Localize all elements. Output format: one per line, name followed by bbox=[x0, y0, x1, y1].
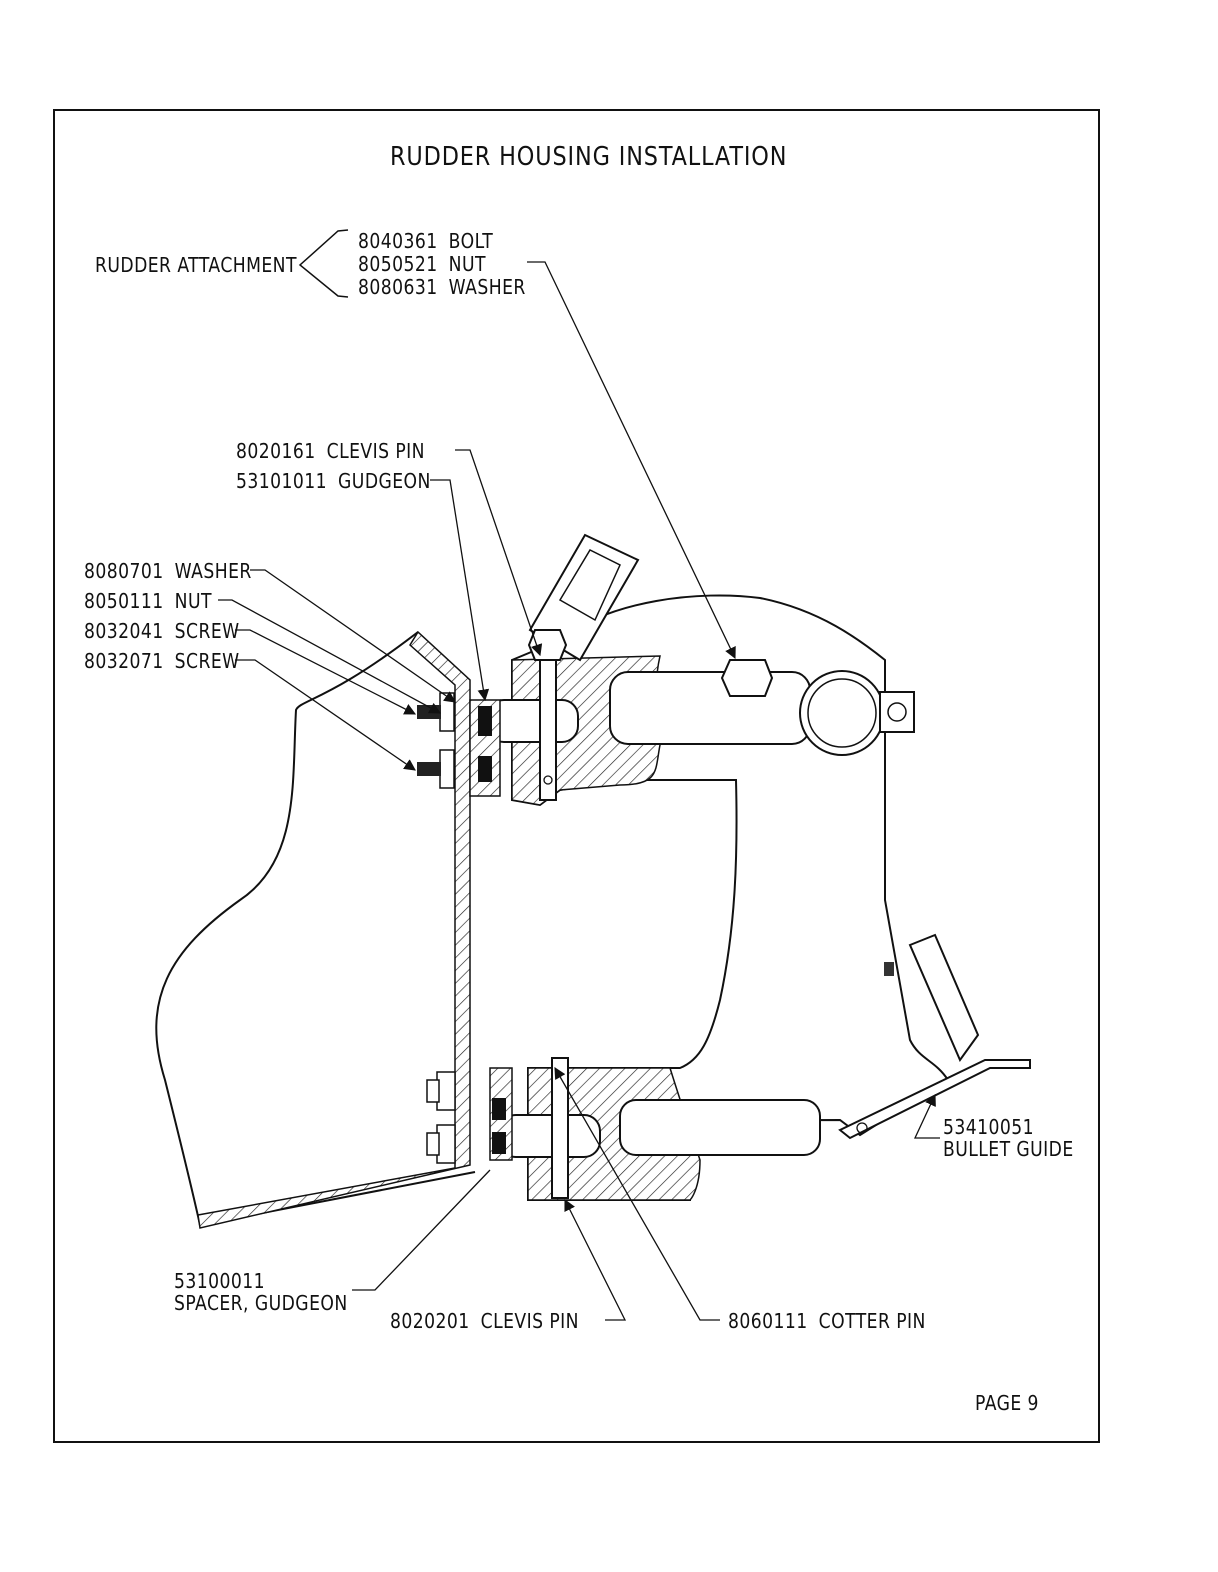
leader-screw-1 bbox=[235, 630, 415, 714]
part-name: CLEVIS PIN bbox=[481, 1309, 579, 1333]
part-name: NUT bbox=[175, 589, 212, 613]
part-name: SCREW bbox=[175, 649, 240, 673]
part-name: WASHER bbox=[449, 275, 526, 299]
part-number: 8080631 bbox=[358, 275, 438, 299]
part-nut: 8050521 NUT bbox=[358, 253, 486, 275]
cam-stud bbox=[884, 962, 894, 976]
part-number: 8032041 bbox=[84, 619, 164, 643]
rudder-attachment-label: RUDDER ATTACHMENT bbox=[95, 254, 297, 276]
part-number: 8040361 bbox=[358, 229, 438, 253]
part-number: 8032071 bbox=[84, 649, 164, 673]
part-number: 8080701 bbox=[84, 559, 164, 583]
part-bullet-guide-name: BULLET GUIDE bbox=[943, 1138, 1074, 1160]
leader-clevis-pin-upper bbox=[455, 450, 540, 655]
part-bolt: 8040361 BOLT bbox=[358, 230, 493, 252]
rudder-housing bbox=[512, 535, 1030, 1200]
set-screw-block bbox=[880, 692, 914, 732]
cam-plate bbox=[910, 935, 978, 1060]
part-number: 8050111 bbox=[84, 589, 164, 613]
part-name: WASHER bbox=[175, 559, 252, 583]
part-name: GUDGEON bbox=[338, 469, 431, 493]
part-number: 8060111 bbox=[728, 1309, 808, 1333]
part-number: 53101011 bbox=[236, 469, 327, 493]
part-name: SCREW bbox=[175, 619, 240, 643]
part-number: 8020161 bbox=[236, 439, 316, 463]
part-name: NUT bbox=[449, 252, 486, 276]
leader-nut bbox=[218, 600, 440, 713]
part-washer-left: 8080701 WASHER bbox=[84, 560, 252, 582]
part-screw-1: 8032041 SCREW bbox=[84, 620, 240, 642]
part-name: BOLT bbox=[449, 229, 493, 253]
leader-clevis-pin-lower bbox=[565, 1200, 625, 1320]
part-spacer-name: SPACER, GUDGEON bbox=[174, 1292, 348, 1314]
part-cotter-pin: 8060111 COTTER PIN bbox=[728, 1310, 926, 1332]
leader-screw-2 bbox=[235, 660, 415, 770]
part-gudgeon: 53101011 GUDGEON bbox=[236, 470, 431, 492]
part-name: CLEVIS PIN bbox=[327, 439, 425, 463]
part-spacer-number: 53100011 bbox=[174, 1270, 265, 1292]
page-number: PAGE 9 bbox=[975, 1392, 1039, 1414]
part-clevis-pin-lower: 8020201 CLEVIS PIN bbox=[390, 1310, 579, 1332]
part-name: COTTER PIN bbox=[819, 1309, 926, 1333]
part-bullet-guide-number: 53410051 bbox=[943, 1116, 1034, 1138]
lower-arm-slot bbox=[620, 1100, 820, 1155]
tiller-ring bbox=[800, 671, 884, 755]
part-number: 8020201 bbox=[390, 1309, 470, 1333]
part-nut-left: 8050111 NUT bbox=[84, 590, 212, 612]
rudder-bolt-head bbox=[722, 660, 772, 696]
part-clevis-pin-upper: 8020161 CLEVIS PIN bbox=[236, 440, 425, 462]
page-title: RUDDER HOUSING INSTALLATION bbox=[390, 146, 787, 168]
part-number: 8050521 bbox=[358, 252, 438, 276]
part-screw-2: 8032071 SCREW bbox=[84, 650, 240, 672]
part-washer: 8080631 WASHER bbox=[358, 276, 526, 298]
upper-arm-slot bbox=[610, 672, 810, 744]
rudder-attachment-brace bbox=[300, 230, 348, 297]
